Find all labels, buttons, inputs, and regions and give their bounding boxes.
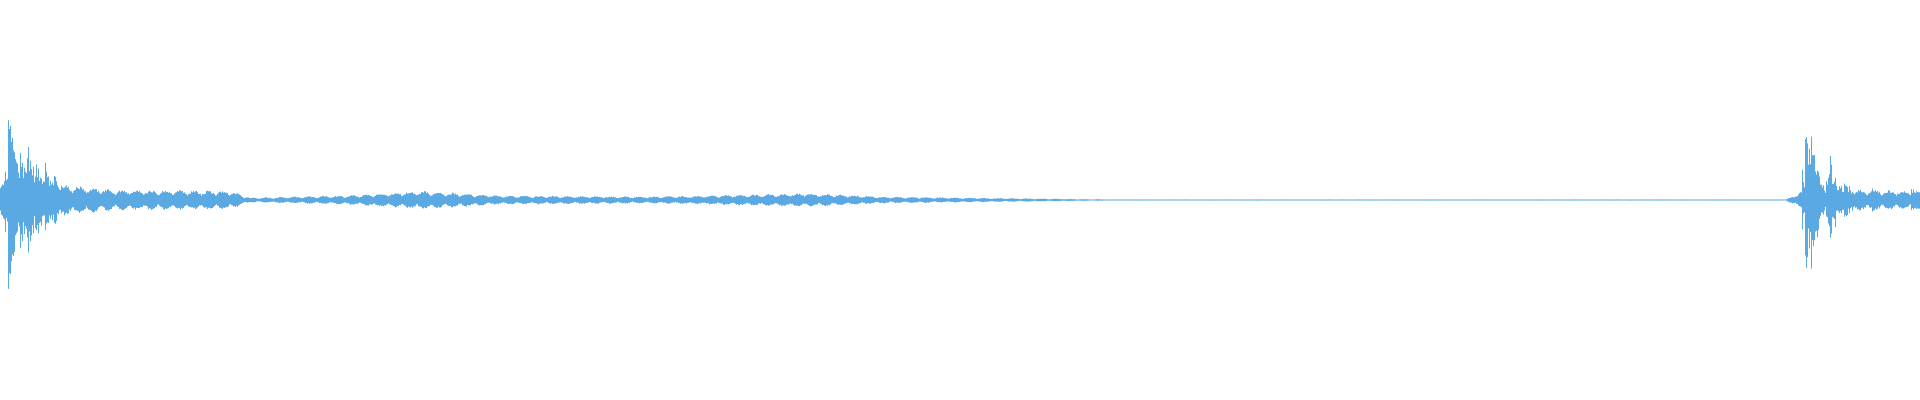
waveform-samples (0, 120, 1920, 289)
waveform-trace (0, 120, 1920, 289)
